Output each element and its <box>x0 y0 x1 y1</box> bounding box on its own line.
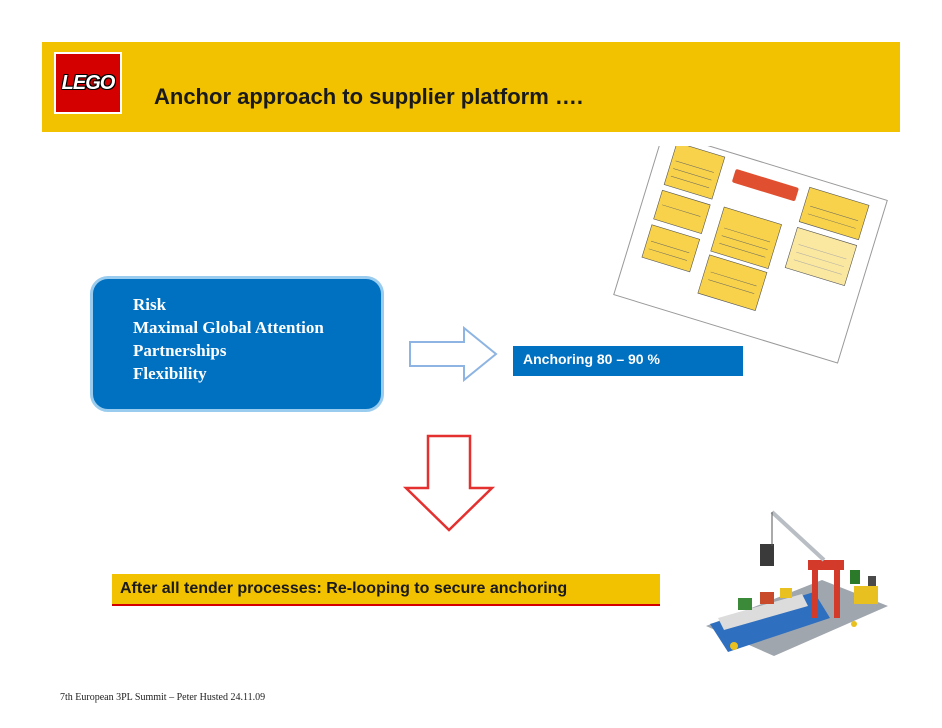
right-arrow-icon <box>409 326 498 382</box>
down-arrow-icon <box>402 434 496 532</box>
criteria-box: Risk Maximal Global Attention Partnershi… <box>90 276 384 412</box>
criteria-item-partnerships: Partnerships <box>133 341 227 360</box>
criteria-item-attention: Maximal Global Attention <box>133 318 324 337</box>
header-banner <box>42 42 900 132</box>
supplier-diagram-image <box>613 146 888 364</box>
criteria-item-risk: Risk <box>133 295 167 314</box>
anchoring-label: Anchoring 80 – 90 % <box>513 346 743 376</box>
criteria-item-flexibility: Flexibility <box>133 364 207 383</box>
lego-harbor-image <box>706 510 888 656</box>
page-title: Anchor approach to supplier platform …. <box>154 84 584 109</box>
footer-text: 7th European 3PL Summit – Peter Husted 2… <box>60 692 266 703</box>
relooping-label: After all tender processes: Re-looping t… <box>112 574 660 606</box>
lego-logo: LEGO <box>54 52 122 114</box>
